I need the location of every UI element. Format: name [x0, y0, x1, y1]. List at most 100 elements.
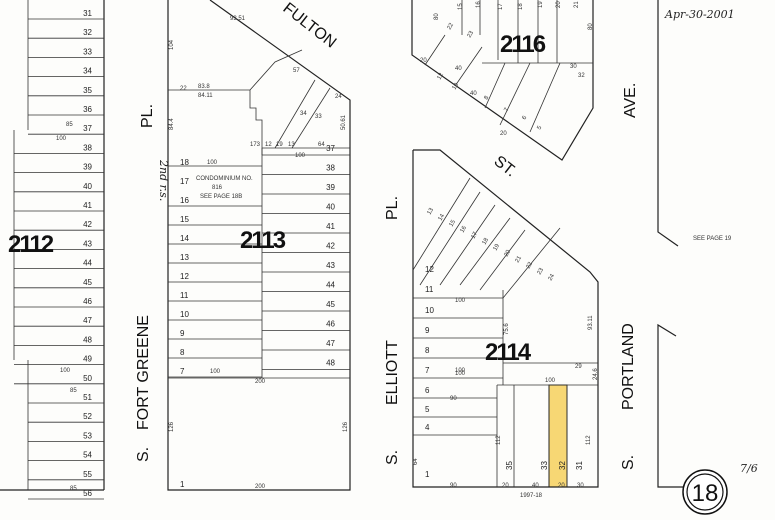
lot-dimension: 84.4	[169, 118, 175, 130]
street-label-ave: AVE.	[622, 83, 639, 118]
lot-number: 46	[326, 320, 335, 329]
lot-number: 1	[180, 480, 185, 489]
lot-number: 32	[83, 28, 92, 37]
lot-dimension: 80	[434, 13, 440, 20]
lot-dimension: 85	[70, 486, 77, 492]
lot-number: 46	[83, 297, 92, 306]
lot-dimension: 200	[255, 379, 266, 385]
highlighted-lot-32[interactable]	[548, 384, 568, 488]
lot-number: 12	[180, 272, 189, 281]
lot-number: 17	[498, 3, 504, 10]
lot-number: 14	[438, 213, 447, 222]
lot-number: 18	[518, 3, 524, 10]
lot-dimension: 126	[169, 421, 175, 432]
lot-dimension: 50.61	[341, 114, 347, 130]
lot-number: 44	[326, 281, 335, 290]
lot-number: 11	[180, 291, 189, 300]
lot-number: 64	[318, 142, 325, 148]
sheet-number-badge: 18 7/6	[682, 462, 758, 515]
lot-number: 53	[83, 431, 92, 440]
block-number-2113: 2113	[240, 227, 286, 254]
street-label-pl: PL.	[384, 196, 401, 220]
lot-number: 13	[288, 142, 295, 148]
block-number-2114: 2114	[485, 339, 532, 366]
condominium-note: SEE PAGE 18B	[200, 194, 242, 200]
date-stamp: Apr-30-2001	[664, 8, 735, 21]
lot-number: 31	[575, 461, 584, 470]
lot-number: 8	[484, 95, 491, 101]
street-label-fort-greene: FORT GREENE	[135, 315, 152, 430]
lot-number: 50	[83, 374, 92, 383]
lot-dimension: 75.6	[504, 323, 510, 335]
lot-dimension: 32	[578, 73, 585, 79]
lot-dimension: 100	[56, 136, 67, 142]
block-number-2116: 2116	[500, 31, 546, 58]
lot-number: 56	[83, 489, 92, 498]
lot-number: 45	[83, 278, 92, 287]
street-label-elliott: ELLIOTT	[384, 340, 401, 405]
lot-number: 10	[425, 306, 434, 315]
lot-number: 41	[83, 201, 92, 210]
lot-dimension: 100	[210, 369, 221, 375]
lot-number: 5	[425, 405, 430, 414]
lot-number: 8	[425, 346, 430, 355]
lot-number: 19	[276, 142, 283, 148]
lot-number: 12	[437, 72, 446, 81]
lot-number: 43	[83, 239, 92, 248]
margin-note: 2nd r.s.	[157, 159, 170, 201]
lot-dimension: 20	[500, 131, 507, 137]
block-2114-outline	[412, 149, 599, 488]
street-label-s: S.	[135, 447, 152, 462]
lot-number: 54	[83, 451, 92, 460]
lot-number: 33	[315, 114, 322, 120]
lot-number: 14	[180, 234, 189, 243]
street-label-fulton: FULTON	[280, 0, 340, 52]
lot-number: 55	[83, 470, 92, 479]
lot-number: 16	[180, 196, 189, 205]
lot-number: 13	[427, 207, 436, 216]
lot-dimension: 24.6	[593, 368, 599, 380]
lot-number: 5	[537, 125, 544, 131]
lot-dimension: 30	[577, 483, 584, 489]
lot-dimension: 40	[455, 66, 462, 72]
lot-dimension: 100	[545, 378, 556, 384]
lot-dimension: 20	[502, 483, 509, 489]
lot-number: 17	[471, 231, 480, 240]
portland-ave-edge	[657, 0, 686, 488]
lot-number: 20	[556, 1, 562, 8]
lot-dimension: 104	[169, 39, 175, 50]
lot-number: 21	[515, 255, 524, 264]
lot-dimension: 93.11	[588, 315, 594, 330]
lot-number: 8	[180, 348, 185, 357]
street-label-pl: PL.	[139, 104, 156, 128]
lot-number: 16	[476, 1, 482, 8]
see-page-note: SEE PAGE 19	[693, 236, 732, 242]
lot-dimension: 85	[70, 388, 77, 394]
lot-number: 24	[335, 94, 342, 100]
lot-number: 21	[574, 1, 580, 8]
lot-number: 40	[83, 182, 92, 191]
lot-number: 37	[326, 144, 335, 153]
lot-number: 33	[83, 47, 92, 56]
lot-number: 20	[504, 249, 513, 258]
lot-number: 11	[425, 285, 434, 294]
lot-number: 38	[83, 143, 92, 152]
lot-number: 173	[250, 142, 261, 148]
lot-dimension: 80	[588, 23, 594, 30]
lot-number: 34	[83, 67, 92, 76]
lot-number: 23	[467, 30, 476, 39]
lot-number: 31	[83, 9, 92, 18]
lot-dimension: 126	[343, 421, 349, 432]
lot-number: 39	[326, 183, 335, 192]
lot-dimension: 20	[420, 58, 427, 64]
lot-number: 38	[326, 164, 335, 173]
street-label-s: S.	[620, 455, 637, 470]
street-label-st: ST.	[491, 153, 520, 181]
lot-number: 52	[83, 412, 92, 421]
lot-dimension: 112	[586, 435, 592, 445]
lot-number: 15	[458, 3, 464, 10]
street-label-s: S.	[384, 450, 401, 465]
condominium-note: 816	[212, 185, 223, 191]
sheet-fraction: 7/6	[740, 462, 758, 475]
